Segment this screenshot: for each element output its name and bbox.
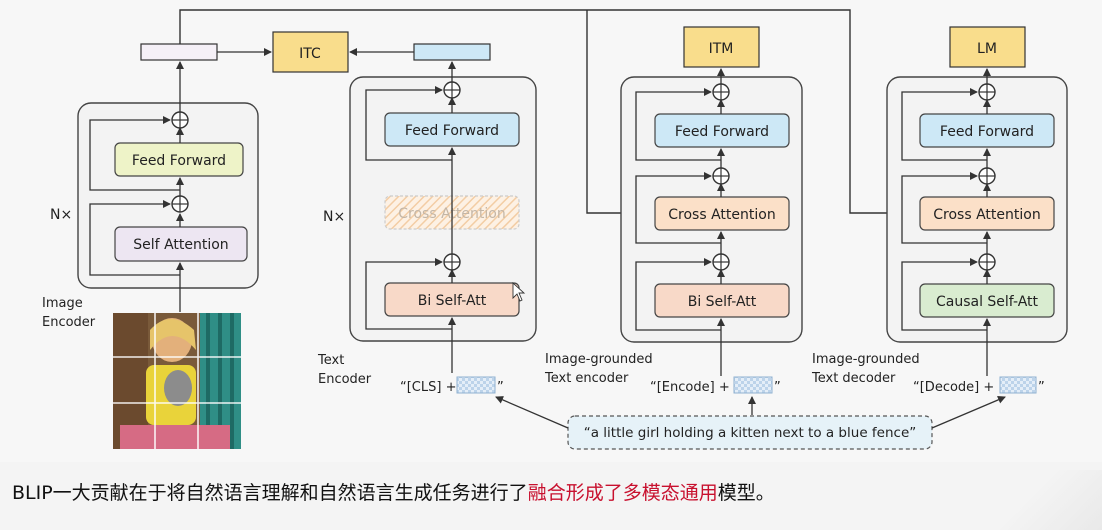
lm-label: LM — [977, 41, 997, 57]
grounded-encoder-feed-forward-label: Feed Forward — [675, 124, 769, 140]
decode-token-label: “[Decode] + — [913, 380, 994, 395]
encode-token-suffix: ” — [774, 380, 781, 395]
encode-text-tokens — [733, 376, 773, 394]
grounded-decoder-label-line1: Image-grounded — [812, 352, 920, 367]
diagram-canvas: Feed Forward Self Attention N× Image Enc… — [42, 9, 1068, 450]
grounded-encoder-bi-self-att-block — [654, 283, 790, 318]
text-encoder-label-line1: Text — [317, 353, 344, 368]
input-text-box — [567, 415, 933, 450]
text-encoder-repeat: N× — [323, 209, 345, 225]
itc-box — [272, 31, 349, 73]
grounded-decoder-cross-attention-label: Cross Attention — [933, 207, 1040, 223]
lm-box — [949, 26, 1026, 68]
input-text-arrows — [495, 396, 1006, 429]
text-embedding-output — [413, 43, 491, 61]
text-bi-self-att-label: Bi Self-Att — [418, 293, 487, 309]
image-encoder: Feed Forward Self Attention N× Image Enc… — [42, 61, 259, 330]
itm-box — [683, 26, 760, 68]
self-attention-block — [114, 226, 248, 262]
text-encoder-label-line2: Encoder — [318, 372, 372, 387]
encode-token-label: “[Encode] + — [650, 380, 730, 395]
cls-text-tokens — [456, 376, 496, 394]
grounded-encoder-feed-forward-block — [654, 113, 790, 148]
image-grounded-text-encoder: Feed Forward Cross Attention Bi Self-Att… — [544, 68, 803, 395]
decode-token-suffix: ” — [1038, 380, 1045, 395]
grounded-encoder-cross-attention-label: Cross Attention — [668, 207, 775, 223]
grounded-encoder-label-line1: Image-grounded — [545, 352, 653, 367]
mouse-cursor-icon — [512, 281, 526, 302]
image-encoder-label-line2: Encoder — [42, 315, 96, 330]
caption-highlight: 融合形成了多模态通用 — [527, 482, 718, 504]
slide-caption: BLIP一大贡献在于将自然语言理解和自然语言生成任务进行了融合形成了多模态通用模… — [12, 478, 775, 505]
image-embedding-output — [140, 43, 218, 61]
image-feed-forward-label: Feed Forward — [132, 153, 226, 169]
image-grounded-text-decoder: Feed Forward Cross Attention Causal Self… — [811, 68, 1068, 395]
caption-text-end: 模型。 — [717, 482, 775, 504]
decode-text-tokens — [999, 376, 1037, 394]
cls-token-suffix: ” — [497, 380, 504, 395]
causal-self-att-label: Causal Self-Att — [936, 294, 1039, 310]
image-encoder-label-line1: Image — [42, 296, 83, 311]
grounded-decoder-feed-forward-label: Feed Forward — [940, 124, 1034, 140]
input-image-girl-with-kitten — [113, 313, 241, 449]
corner-watermark — [982, 470, 1102, 530]
itm-label: ITM — [709, 41, 734, 57]
grounded-encoder-label-line2: Text encoder — [544, 371, 629, 386]
cls-token-label: “[CLS] + — [400, 380, 456, 395]
image-encoder-repeat: N× — [50, 207, 72, 223]
self-attention-label: Self Attention — [133, 237, 228, 253]
grounded-decoder-label-line2: Text decoder — [811, 371, 896, 386]
grounded-encoder-cross-attention-block — [654, 196, 790, 231]
image-feed-forward-block — [114, 142, 244, 177]
blip-architecture-diagram: Feed Forward Self Attention N× Image Enc… — [42, 9, 1068, 450]
text-encoder: Feed Forward Cross Attention Bi Self-Att… — [317, 43, 537, 395]
itc-label: ITC — [299, 46, 321, 62]
input-text: “a little girl holding a kitten next to … — [584, 425, 917, 441]
grounded-encoder-bi-self-att-label: Bi Self-Att — [688, 294, 757, 310]
text-feed-forward-label: Feed Forward — [405, 123, 499, 139]
caption-text: BLIP一大贡献在于将自然语言理解和自然语言生成任务进行了 — [12, 482, 528, 504]
